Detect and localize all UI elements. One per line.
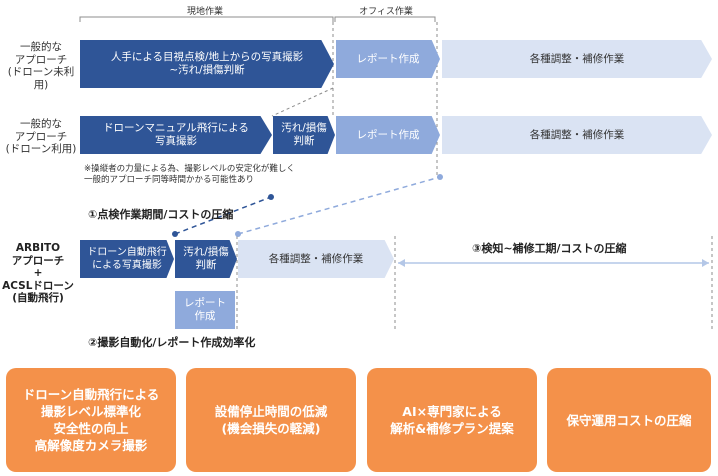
callout-3: ③検知~補修工期/コストの圧縮 <box>472 242 627 255</box>
benefit-box-2: 設備停止時間の低減 (機会損失の軽減) <box>186 368 356 472</box>
field-work-bracket <box>79 16 334 22</box>
row1-inspection-box: 人手による目視点検/地上からの写真撮影 ~汚れ/損傷判断 <box>80 40 334 88</box>
row1-repair-box: 各種調整・補修作業 <box>442 40 712 78</box>
row2-repair-box: 各種調整・補修作業 <box>442 116 712 154</box>
row3-flight-box: ドローン自動飛行 による写真撮影 <box>80 240 174 278</box>
row2-note: ※操縦者の力量による為、撮影レベルの安定化が難しく 一般的アプローチ同等時間かか… <box>84 164 295 185</box>
dashed-diagonal-1 <box>271 87 334 117</box>
row-label-arbito: ARBITO アプローチ + ACSLドローン (自動飛行) <box>2 242 74 304</box>
dot-end-3 <box>268 194 274 200</box>
benefit-box-4: 保守運用コストの圧縮 <box>547 368 711 472</box>
row2-judge-box: 汚れ/損傷 判断 <box>273 116 335 154</box>
dashed-diagonal-2 <box>237 176 441 235</box>
callout-2: ②撮影自動化/レポート作成効率化 <box>88 336 256 349</box>
range-arrow-right <box>702 259 709 267</box>
dot-start-2 <box>235 231 241 237</box>
phase-field-work: 現地作業 <box>186 7 223 17</box>
row-label-drone: 一般的な アプローチ (ドローン利用) <box>5 118 77 155</box>
row1-report-box: レポート作成 <box>336 40 440 78</box>
benefit-box-3: AI×専門家による 解析&補修プラン提案 <box>367 368 537 472</box>
row3-judge-box: 汚れ/損傷 判断 <box>175 240 237 278</box>
row3-repair-box: 各種調整・補修作業 <box>238 240 394 278</box>
dot-start-3 <box>172 231 178 237</box>
row2-flight-box: ドローンマニュアル飛行による 写真撮影 <box>80 116 272 154</box>
range-arrow-left <box>398 259 405 267</box>
office-work-bracket <box>334 16 436 22</box>
dashed-diagonal-3 <box>174 196 272 235</box>
row3-report-box: レポート 作成 <box>175 291 235 329</box>
phase-office-work: オフィス作業 <box>359 7 413 17</box>
dot-end-2 <box>437 174 443 180</box>
callout-1: ①点検作業期間/コストの圧縮 <box>88 208 234 221</box>
row-label-no-drone: 一般的な アプローチ (ドローン未利用) <box>7 41 75 91</box>
benefit-box-1: ドローン自動飛行による 撮影レベル標準化 安全性の向上 高解像度カメラ撮影 <box>6 368 176 472</box>
row2-report-box: レポート作成 <box>336 116 440 154</box>
